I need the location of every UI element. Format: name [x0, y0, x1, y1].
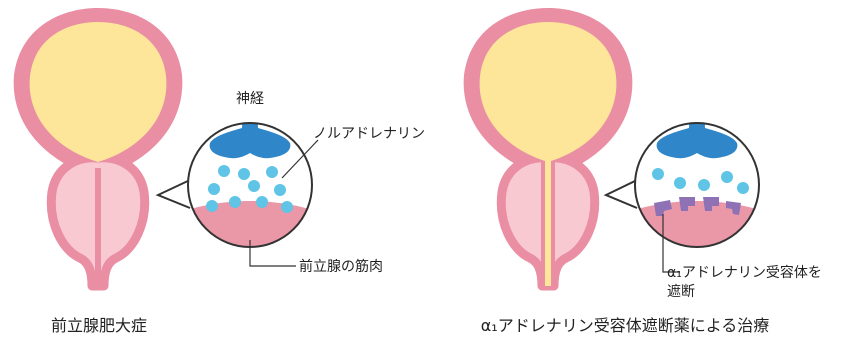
noradrenaline-dot — [281, 201, 293, 213]
label-nerve: 神経 — [236, 91, 264, 107]
noradrenaline-dot — [674, 177, 686, 189]
blocker-molecule — [654, 200, 672, 216]
right-zoom-outline — [634, 122, 760, 248]
blocker-molecule — [726, 201, 741, 215]
blocker-molecule — [679, 197, 695, 211]
label-blocker-line2: 遮断 — [667, 284, 695, 300]
label-blocker-line1: α₁アドレナリン受容体を — [667, 264, 822, 281]
noradrenaline-dot — [256, 196, 268, 208]
noradrenaline-dot — [737, 182, 749, 194]
left-anatomy — [13, 8, 183, 291]
right-caption: α₁アドレナリン受容体遮断薬による治療 — [481, 316, 769, 335]
left-callout-pointer — [155, 179, 191, 209]
noradrenaline-dot — [238, 168, 250, 180]
noradrenaline-dot — [248, 180, 260, 192]
right-noradrenaline-molecules — [652, 168, 749, 194]
noradrenaline-dot — [208, 183, 220, 195]
blocker-molecule — [703, 197, 719, 211]
noradrenaline-dot — [229, 196, 241, 208]
right-urethra-urine — [545, 150, 551, 286]
noradrenaline-dot — [721, 171, 733, 183]
left-caption: 前立腺肥大症 — [51, 316, 147, 335]
right-anatomy — [463, 8, 633, 291]
left-muscle-leader — [249, 240, 296, 267]
noradrenaline-dot — [206, 200, 218, 212]
noradrenaline-dot — [218, 165, 230, 177]
label-noradrenaline: ノルアドレナリン — [313, 126, 425, 142]
noradrenaline-dot — [274, 184, 286, 196]
right-receptor-blockers — [654, 197, 741, 216]
left-bladder-urine — [29, 22, 167, 162]
left-nerve-terminal — [209, 123, 291, 159]
right-blocker-leader — [662, 214, 680, 273]
left-noradrenaline-molecules — [206, 165, 293, 213]
right-zoom-circle — [634, 122, 760, 248]
label-prostate-muscle: 前立腺の筋肉 — [299, 258, 383, 275]
noradrenaline-dot — [698, 179, 710, 191]
right-bladder-urine — [479, 22, 617, 162]
right-muscle-tissue — [635, 201, 759, 247]
left-zoom-circle — [187, 122, 313, 248]
left-noradrenaline-leader — [281, 139, 319, 179]
right-callout-pointer — [603, 179, 638, 209]
noradrenaline-dot — [266, 166, 278, 178]
right-nerve-terminal — [656, 123, 738, 159]
noradrenaline-dot — [652, 168, 664, 180]
